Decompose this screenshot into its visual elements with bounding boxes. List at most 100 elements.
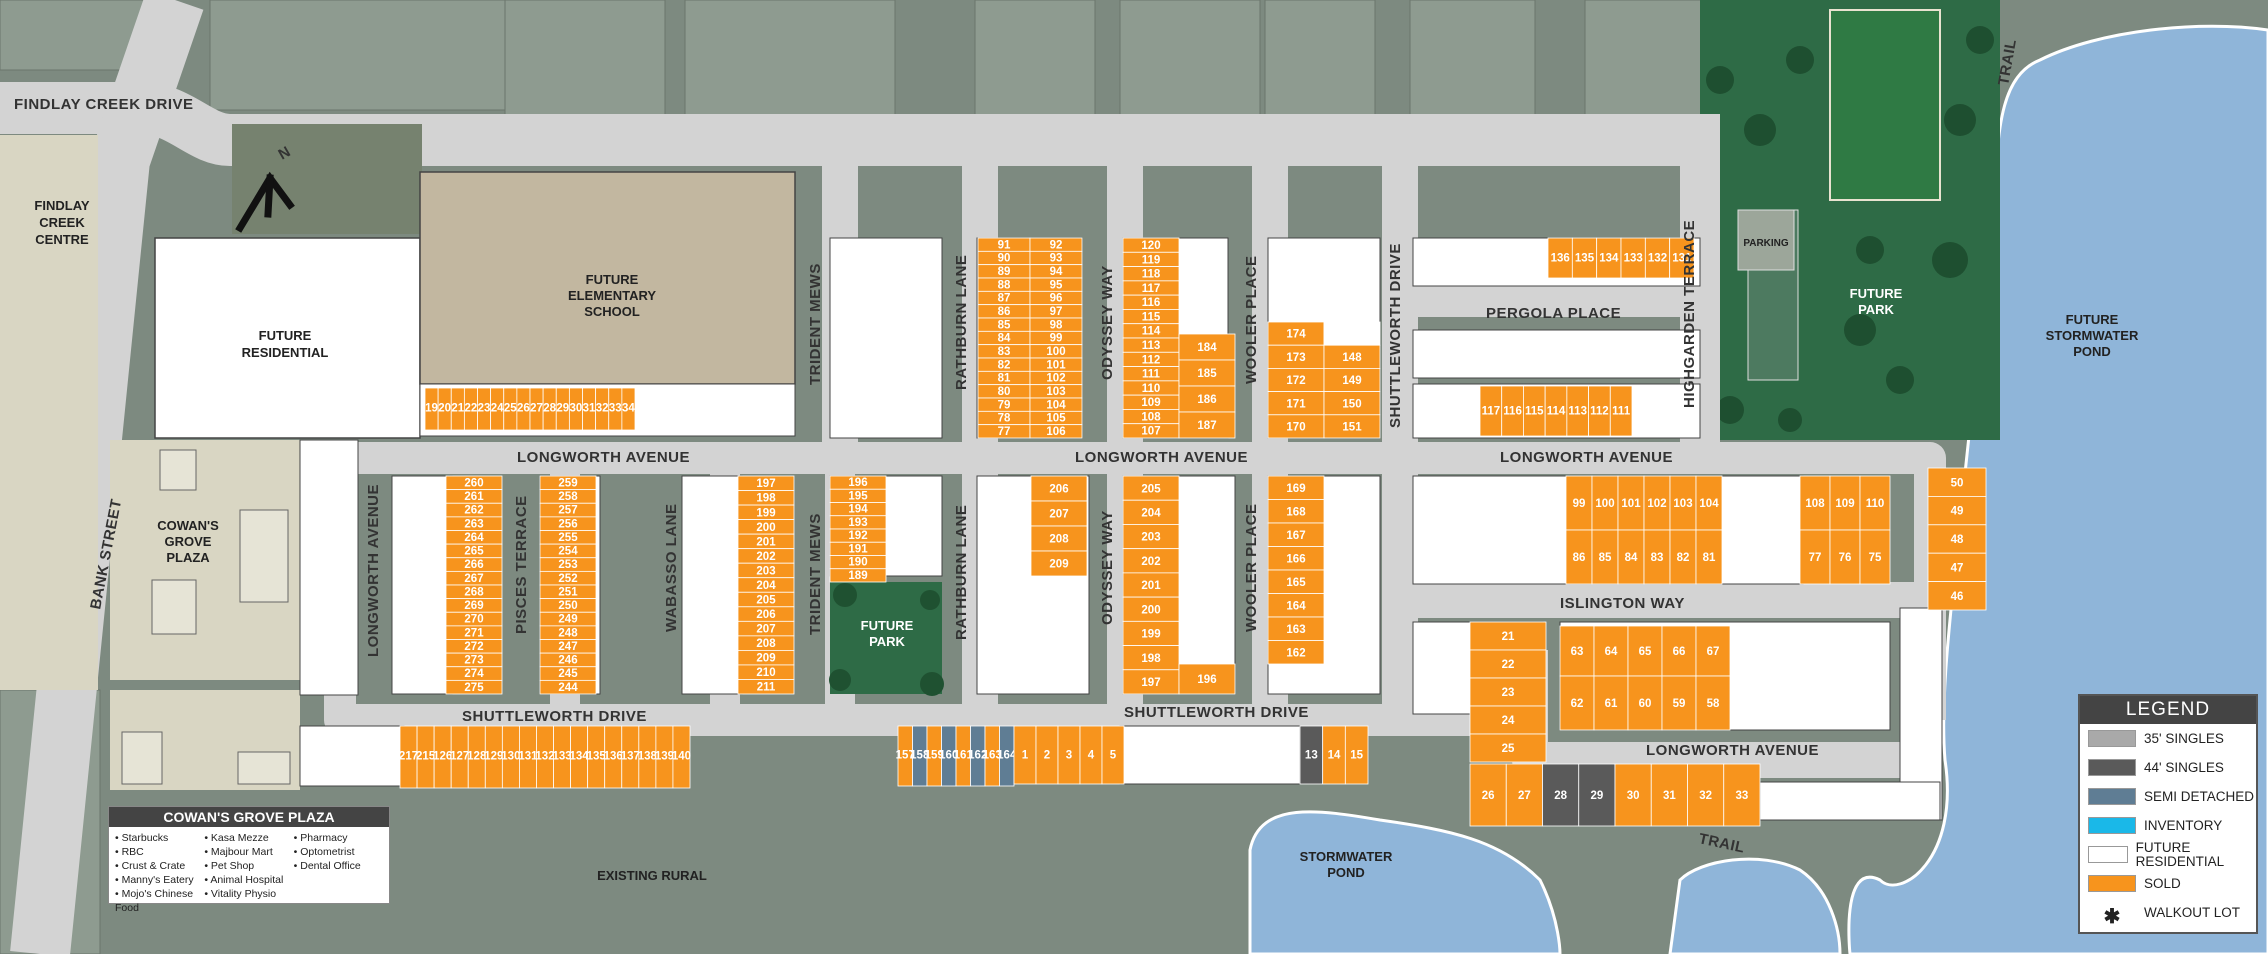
lot[interactable] — [1122, 475, 1180, 501]
lot[interactable] — [1927, 467, 1987, 497]
lot[interactable] — [1829, 529, 1861, 585]
lot[interactable] — [1178, 359, 1236, 387]
lot[interactable] — [1547, 237, 1573, 279]
lot[interactable] — [1927, 581, 1987, 611]
lot[interactable] — [1927, 524, 1987, 554]
lot-number: 208 — [1049, 534, 1069, 546]
lot[interactable] — [1650, 763, 1688, 827]
lot-number: 201 — [1141, 580, 1161, 592]
lot[interactable] — [1565, 529, 1593, 585]
lot[interactable] — [1178, 385, 1236, 413]
lot-number: 47 — [1951, 563, 1964, 575]
lot-number: 201 — [756, 536, 776, 548]
lot[interactable] — [1029, 424, 1083, 439]
lot[interactable] — [1101, 725, 1125, 785]
lot[interactable] — [1596, 237, 1622, 279]
school-3: SCHOOL — [584, 304, 640, 319]
lot[interactable] — [1669, 237, 1695, 279]
lot-number: 262 — [464, 505, 483, 517]
lot[interactable] — [1669, 529, 1697, 585]
lot[interactable] — [1859, 529, 1891, 585]
lot[interactable] — [539, 679, 597, 695]
lot-number: 103 — [1673, 498, 1692, 510]
lot[interactable] — [1695, 675, 1731, 731]
lot[interactable] — [1122, 572, 1180, 598]
lot-number: 27 — [530, 403, 543, 415]
lot[interactable] — [1614, 763, 1652, 827]
lot[interactable] — [1323, 321, 1381, 346]
lot[interactable] — [1859, 475, 1891, 531]
lot-number: 139 — [655, 751, 674, 763]
lot[interactable] — [1559, 625, 1595, 677]
lot[interactable] — [1344, 725, 1369, 785]
rural-label: EXISTING RURAL — [597, 868, 707, 883]
plaza-col-1: • Starbucks• RBC• Crust & Crate• Manny's… — [115, 831, 204, 915]
lot[interactable] — [1178, 333, 1236, 361]
lot[interactable] — [1643, 529, 1671, 585]
lot[interactable] — [672, 725, 691, 789]
lot[interactable] — [1122, 524, 1180, 550]
legend-item: SOLD — [2080, 869, 2256, 898]
lot-number: 163 — [1286, 624, 1305, 636]
lot[interactable] — [1323, 414, 1381, 439]
lot[interactable] — [1122, 596, 1180, 622]
lot[interactable] — [1620, 237, 1646, 279]
lot[interactable] — [1178, 663, 1236, 695]
lot[interactable] — [1927, 495, 1987, 526]
small-park-trees — [829, 583, 944, 696]
lot-number: 253 — [558, 559, 577, 571]
lot[interactable] — [1829, 475, 1861, 531]
lot-number: 197 — [756, 478, 775, 490]
lot[interactable] — [445, 679, 503, 695]
lot[interactable] — [737, 679, 795, 695]
lot[interactable] — [1591, 529, 1619, 585]
lot[interactable] — [1030, 475, 1088, 502]
lot[interactable] — [829, 568, 887, 583]
lot[interactable] — [1593, 675, 1629, 731]
lot[interactable] — [1695, 475, 1723, 531]
lot[interactable] — [621, 387, 636, 431]
lot[interactable] — [1469, 763, 1507, 827]
lot[interactable] — [1469, 649, 1547, 679]
lot[interactable] — [1030, 525, 1088, 552]
lot-number: 150 — [1342, 398, 1361, 410]
lot-number: 13 — [1305, 749, 1318, 761]
plaza-col-2: • Kasa Mezze• Majbour Mart• Pet Shop• An… — [204, 831, 293, 915]
lot[interactable] — [1687, 763, 1725, 827]
lot[interactable] — [1695, 625, 1731, 677]
lot[interactable] — [1542, 763, 1580, 827]
lot[interactable] — [1643, 475, 1671, 531]
lot[interactable] — [1469, 677, 1547, 707]
lot[interactable] — [1505, 763, 1543, 827]
lot[interactable] — [1030, 500, 1088, 527]
lot[interactable] — [1122, 548, 1180, 574]
lot-number: 21 — [451, 403, 464, 415]
lot[interactable] — [1267, 640, 1325, 665]
lot[interactable] — [1644, 237, 1671, 279]
lot[interactable] — [1617, 529, 1645, 585]
lot[interactable] — [1122, 669, 1180, 695]
lot[interactable] — [1591, 475, 1619, 531]
lot-number: 202 — [756, 551, 775, 563]
lot-number: 50 — [1951, 477, 1964, 489]
lot-number: 134 — [1599, 253, 1619, 265]
lot[interactable] — [1695, 529, 1723, 585]
lot[interactable] — [1927, 552, 1987, 583]
lot-number: 110 — [1142, 383, 1161, 395]
lot[interactable] — [1559, 675, 1595, 731]
lot-number: 255 — [558, 532, 578, 544]
lot[interactable] — [1469, 621, 1547, 651]
lot[interactable] — [1609, 385, 1633, 437]
lot-number: 173 — [1286, 352, 1305, 364]
lot[interactable] — [1578, 763, 1616, 827]
lot[interactable] — [1723, 763, 1761, 827]
lot[interactable] — [1627, 675, 1663, 731]
lot[interactable] — [1669, 475, 1697, 531]
lot[interactable] — [1178, 411, 1236, 439]
lot[interactable] — [1469, 733, 1547, 763]
lot-number: 84 — [1625, 552, 1638, 564]
lot[interactable] — [1122, 620, 1180, 646]
lot-number: 165 — [1286, 577, 1306, 589]
lot-number: 248 — [558, 627, 578, 639]
lot[interactable] — [1030, 550, 1088, 577]
